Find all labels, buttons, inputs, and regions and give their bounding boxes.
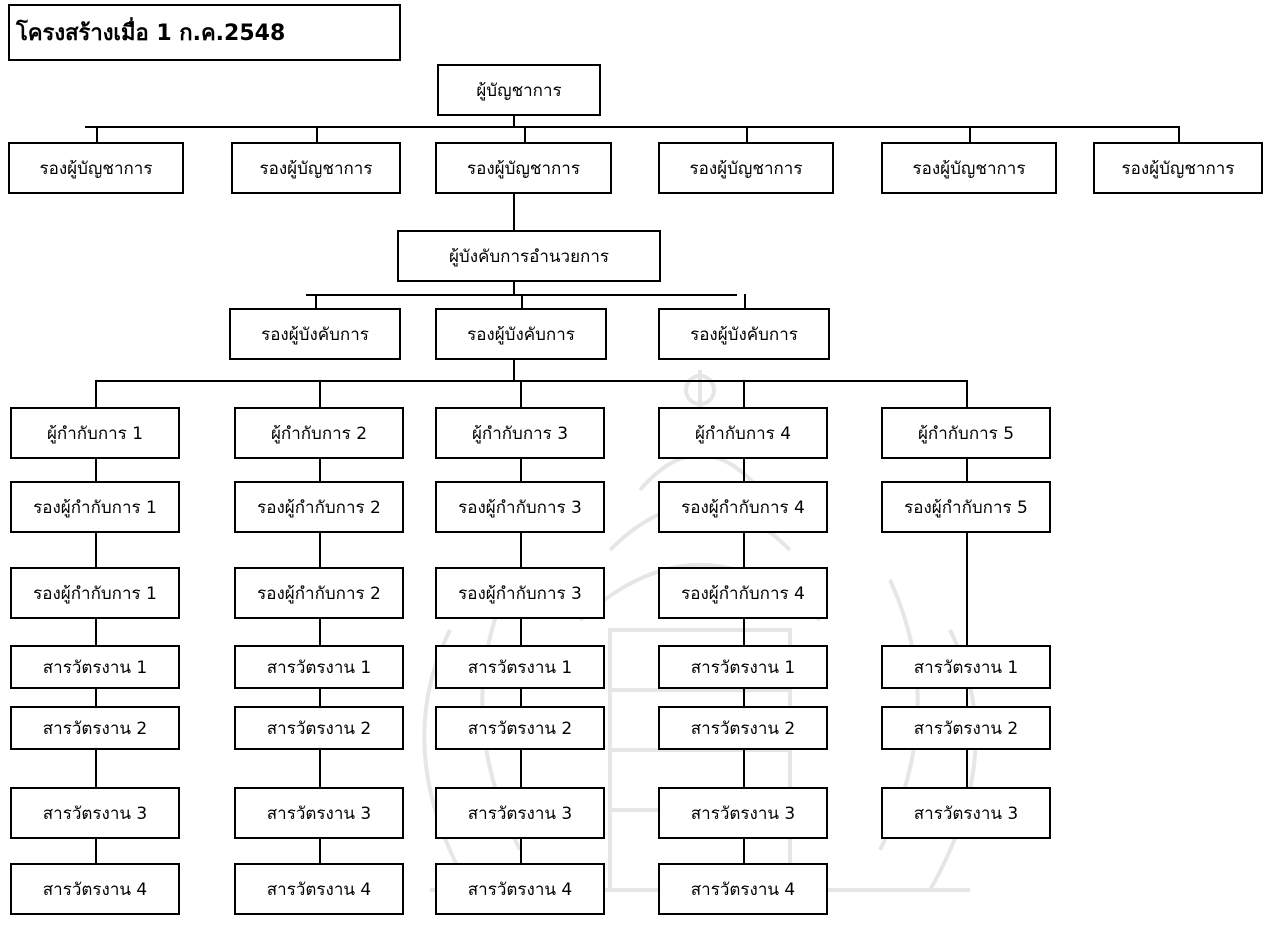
connector-line	[95, 380, 966, 382]
deputy-superintendent-box: รองผู้กำกับการ 5	[881, 481, 1051, 533]
connector-line	[85, 126, 1180, 128]
superintendent-box: ผู้กำกับการ 3	[435, 407, 605, 459]
connector-line	[319, 619, 321, 645]
inspector-box: สารวัตรงาน 2	[881, 706, 1051, 750]
connector-line	[966, 459, 968, 481]
connector-line	[743, 839, 745, 863]
inspector-box: สารวัตรงาน 1	[881, 645, 1051, 689]
connector-line	[746, 126, 748, 142]
connector-line	[521, 294, 523, 308]
connector-line	[319, 689, 321, 706]
connector-line	[743, 533, 745, 567]
connector-line	[319, 533, 321, 567]
superintendent-box: ผู้กำกับการ 4	[658, 407, 828, 459]
connector-line	[319, 750, 321, 787]
connector-line	[95, 459, 97, 481]
superintendent-box: ผู้กำกับการ 1	[10, 407, 180, 459]
deputy-commander-box: รองผู้บัญชาการ	[881, 142, 1057, 194]
deputy-superintendent-box: รองผู้กำกับการ 3	[435, 567, 605, 619]
inspector-box: สารวัตรงาน 2	[435, 706, 605, 750]
chart-title: โครงสร้างเมื่อ 1 ก.ค.2548	[8, 4, 401, 61]
connector-line	[520, 750, 522, 787]
connector-line	[743, 619, 745, 645]
connector-line	[969, 126, 971, 142]
connector-line	[513, 282, 515, 294]
connector-line	[520, 459, 522, 481]
inspector-box: สารวัตรงาน 4	[234, 863, 404, 915]
connector-line	[520, 839, 522, 863]
deputy-commander-box: รองผู้บัญชาการ	[658, 142, 834, 194]
root-commander-box: ผู้บัญชาการ	[437, 64, 601, 116]
connector-line	[95, 380, 97, 407]
superintendent-box: ผู้กำกับการ 2	[234, 407, 404, 459]
deputy-superintendent-box: รองผู้กำกับการ 4	[658, 481, 828, 533]
connector-line	[513, 194, 515, 230]
inspector-box: สารวัตรงาน 3	[435, 787, 605, 839]
deputy-commander-box: รองผู้บัญชาการ	[1093, 142, 1263, 194]
connector-line	[95, 750, 97, 787]
connector-line	[95, 533, 97, 567]
connector-line	[966, 750, 968, 787]
inspector-box: สารวัตรงาน 3	[881, 787, 1051, 839]
connector-line	[513, 360, 515, 380]
connector-line	[744, 294, 746, 308]
inspector-box: สารวัตรงาน 3	[10, 787, 180, 839]
deputy-bureau-commander-box: รองผู้บังคับการ	[229, 308, 401, 360]
connector-line	[966, 380, 968, 407]
connector-line	[520, 689, 522, 706]
deputy-superintendent-box: รองผู้กำกับการ 1	[10, 567, 180, 619]
connector-line	[96, 126, 98, 142]
deputy-superintendent-box: รองผู้กำกับการ 2	[234, 481, 404, 533]
inspector-box: สารวัตรงาน 3	[234, 787, 404, 839]
connector-line	[524, 126, 526, 142]
connector-line	[520, 533, 522, 567]
connector-line	[966, 533, 968, 645]
deputy-commander-box: รองผู้บัญชาการ	[231, 142, 401, 194]
connector-line	[520, 619, 522, 645]
connector-line	[319, 839, 321, 863]
connector-line	[743, 380, 745, 407]
inspector-box: สารวัตรงาน 1	[234, 645, 404, 689]
inspector-box: สารวัตรงาน 2	[658, 706, 828, 750]
inspector-box: สารวัตรงาน 2	[234, 706, 404, 750]
deputy-superintendent-box: รองผู้กำกับการ 1	[10, 481, 180, 533]
deputy-superintendent-box: รองผู้กำกับการ 4	[658, 567, 828, 619]
connector-line	[743, 459, 745, 481]
deputy-commander-box: รองผู้บัญชาการ	[435, 142, 612, 194]
deputy-bureau-commander-box: รองผู้บังคับการ	[658, 308, 830, 360]
connector-line	[95, 839, 97, 863]
inspector-box: สารวัตรงาน 3	[658, 787, 828, 839]
inspector-box: สารวัตรงาน 4	[10, 863, 180, 915]
connector-line	[315, 294, 317, 308]
connector-line	[743, 689, 745, 706]
deputy-superintendent-box: รองผู้กำกับการ 3	[435, 481, 605, 533]
connector-line	[743, 750, 745, 787]
deputy-bureau-commander-box: รองผู้บังคับการ	[435, 308, 607, 360]
connector-line	[316, 126, 318, 142]
connector-line	[520, 380, 522, 407]
inspector-box: สารวัตรงาน 4	[435, 863, 605, 915]
connector-line	[95, 689, 97, 706]
connector-line	[319, 380, 321, 407]
connector-line	[1178, 126, 1180, 142]
inspector-box: สารวัตรงาน 1	[658, 645, 828, 689]
inspector-box: สารวัตรงาน 1	[435, 645, 605, 689]
superintendent-box: ผู้กำกับการ 5	[881, 407, 1051, 459]
inspector-box: สารวัตรงาน 2	[10, 706, 180, 750]
connector-line	[95, 619, 97, 645]
inspector-box: สารวัตรงาน 4	[658, 863, 828, 915]
inspector-box: สารวัตรงาน 1	[10, 645, 180, 689]
bureau-commander-box: ผู้บังคับการอำนวยการ	[397, 230, 661, 282]
connector-line	[319, 459, 321, 481]
connector-line	[513, 116, 515, 127]
connector-line	[966, 689, 968, 706]
deputy-superintendent-box: รองผู้กำกับการ 2	[234, 567, 404, 619]
deputy-commander-box: รองผู้บัญชาการ	[8, 142, 184, 194]
